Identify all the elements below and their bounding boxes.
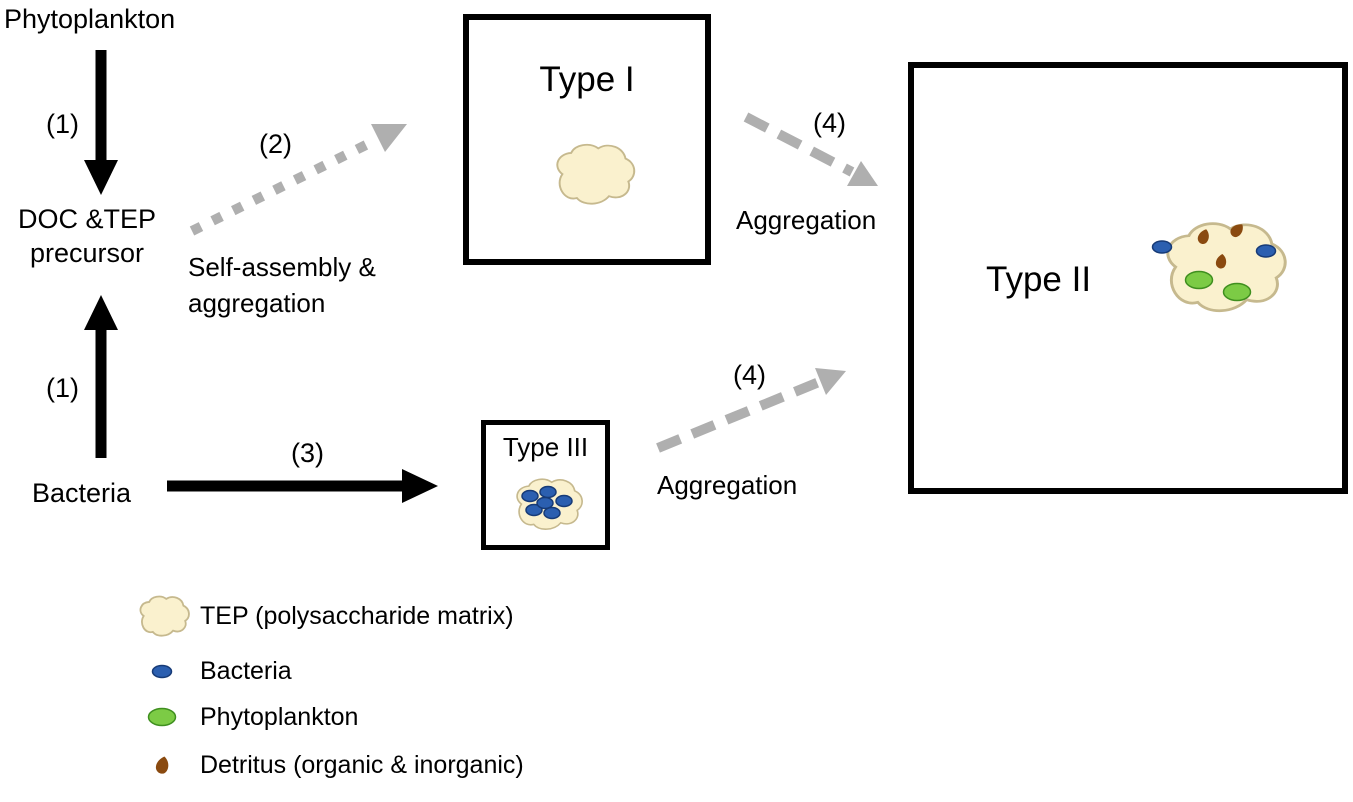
arrow-self-assembly-icon — [189, 124, 407, 236]
bacteria-label: Bacteria — [32, 478, 132, 508]
legend-item-detritus: Detritus (organic & inorganic) — [126, 750, 524, 780]
doc-tep-precursor-label: DOC &TEP precursor — [0, 203, 174, 271]
type1-box: Type I — [463, 14, 711, 265]
step-1-bottom-label: (1) — [46, 373, 79, 403]
self-assembly-caption: Self-assembly & aggregation — [188, 250, 376, 322]
legend-label-detritus: Detritus (organic & inorganic) — [200, 750, 524, 779]
legend-item-tep: TEP (polysaccharide matrix) — [126, 592, 514, 640]
type1-label: Type I — [539, 60, 635, 99]
type3-box: Type III — [481, 420, 610, 550]
doc-tep-line2: precursor — [29, 237, 145, 268]
detritus-icon — [126, 755, 198, 776]
phytoplankton-icon — [126, 707, 198, 727]
self-assembly-caption-line2: aggregation — [188, 287, 326, 318]
legend-item-bacteria: Bacteria — [126, 656, 292, 685]
step-3-label: (3) — [291, 438, 324, 468]
self-assembly-caption-line1: Self-assembly & — [188, 252, 376, 282]
legend-label-bacteria: Bacteria — [200, 656, 292, 685]
legend-item-phytoplankton: Phytoplankton — [126, 702, 359, 731]
arrow-phytoplankton-to-doc-icon — [84, 50, 118, 195]
step-2-label: (2) — [259, 129, 292, 159]
phytoplankton-label: Phytoplankton — [4, 4, 176, 34]
step-4-bottom-label: (4) — [733, 360, 766, 390]
type2-label: Type II — [986, 260, 1092, 299]
doc-tep-line1: DOC &TEP — [17, 204, 157, 234]
aggregation-top-caption: Aggregation — [736, 205, 877, 235]
aggregation-bottom-caption: Aggregation — [657, 470, 798, 500]
bacteria-icon — [126, 664, 198, 679]
arrow-bacteria-to-type3-icon — [167, 469, 438, 503]
type2-box: Type II — [908, 62, 1348, 494]
arrow-bacteria-to-doc-icon — [84, 295, 118, 458]
tep-blob-icon — [126, 594, 198, 638]
step-1-top-label: (1) — [46, 109, 79, 139]
legend-label-phytoplankton: Phytoplankton — [200, 702, 359, 731]
type3-label: Type III — [502, 432, 589, 462]
step-4-top-label: (4) — [813, 108, 846, 138]
arrow-type1-to-type2-icon — [743, 112, 878, 186]
legend-label-tep: TEP (polysaccharide matrix) — [200, 601, 514, 630]
